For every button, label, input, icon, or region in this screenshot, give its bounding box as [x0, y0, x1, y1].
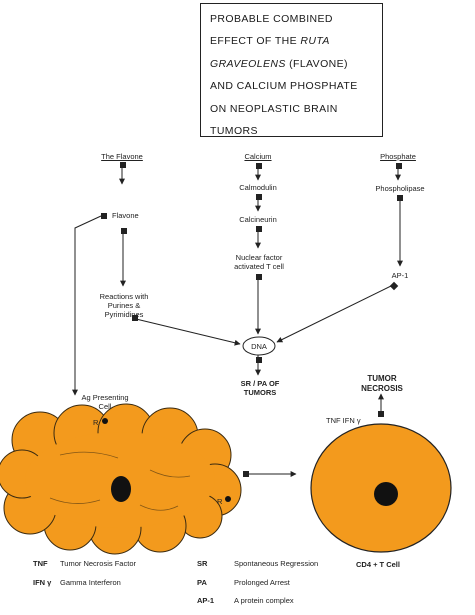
node-flavone: Flavone: [112, 211, 139, 220]
title-line-6: TUMORS: [210, 125, 258, 138]
title-line-3-text: (FLAVONE): [289, 57, 348, 70]
legend-value: Spontaneous Regression: [234, 559, 319, 568]
legend-value: Tumor Necrosis Factor: [60, 559, 136, 568]
node-reactions-line1: Reactions with: [99, 292, 149, 301]
title-line-2-italic: RUTA: [300, 35, 330, 48]
node-srpa: SR / PA OF TUMORS: [241, 379, 280, 397]
terminal-ap1: [389, 281, 399, 291]
node-nfat: Nuclear factor activated T cell: [234, 253, 284, 271]
node-tumor-necrosis: TUMOR NECROSIS: [361, 374, 403, 394]
node-tumor-line2: NECROSIS: [361, 384, 403, 393]
arrow-reactions-to-dna: [135, 318, 241, 346]
title-line-2: EFFECT OF THE RUTA: [210, 30, 374, 52]
node-dna: DNA: [251, 342, 267, 351]
receptor-dot-bottom: [225, 496, 231, 502]
title-line-2-text: EFFECT OF THE: [210, 35, 298, 48]
dna-node-outline: [242, 336, 276, 356]
cd4-nucleus: [374, 482, 398, 506]
header-calcium: Calcium: [244, 152, 272, 161]
node-ag-presenting-cell: Ag Presenting Cell: [81, 393, 128, 411]
terminal-phospholipase: [397, 195, 403, 201]
terminal-calcium: [256, 163, 262, 169]
title-line-3: GRAVEOLENS (FLAVONE): [210, 53, 374, 75]
node-reactions-line2: Purines &: [107, 301, 141, 310]
terminal-calcineurin: [256, 226, 262, 232]
receptor-dot-top: [102, 418, 108, 424]
legend-key: AP-1: [197, 596, 215, 605]
node-srpa-line1: SR / PA OF: [240, 379, 280, 388]
node-nfat-line1: Nuclear factor: [235, 253, 283, 262]
terminal-reactions: [132, 315, 138, 321]
legend-value: Prolonged Arrest: [234, 578, 290, 587]
header-the-flavone: The Flavone: [101, 152, 143, 161]
node-phospholipase: Phospholipase: [375, 184, 425, 193]
node-reactions-line3: Pyrimidines: [104, 310, 144, 319]
terminal-flavone-bottom: [121, 228, 127, 234]
terminal-tnf: [378, 411, 384, 417]
label-r-top: R: [93, 418, 99, 427]
title-line-5: ON NEOPLASTIC BRAIN: [210, 102, 338, 115]
title-line-4: AND CALCIUM PHOSPHATE: [210, 80, 358, 93]
legend-key: SR: [197, 559, 208, 568]
node-ag-line1: Ag Presenting: [81, 393, 129, 402]
terminal-dna: [256, 357, 262, 363]
header-phosphate: Phosphate: [380, 152, 416, 161]
label-r-bottom: R: [217, 497, 223, 506]
legend-key: IFN γ: [33, 578, 52, 587]
arrow-flavone-to-ag-cell: [72, 215, 102, 396]
node-ap1: AP-1: [391, 271, 409, 280]
arrow-ap1-to-dna: [276, 284, 394, 343]
legend-value: A protein complex: [234, 596, 294, 605]
terminal-flavone-header: [120, 162, 126, 168]
terminal-phosphate: [396, 163, 402, 169]
ag-cell-nucleus: [111, 476, 131, 502]
terminal-nfat: [256, 274, 262, 280]
terminal-calmodulin: [256, 194, 262, 200]
title-box: PROBABLE COMBINED EFFECT OF THE RUTA GRA…: [200, 3, 383, 137]
node-tumor-line1: TUMOR: [367, 374, 397, 383]
node-calmodulin: Calmodulin: [239, 183, 277, 192]
node-nfat-line2: activated T cell: [234, 262, 284, 271]
legend-key: TNF: [33, 559, 48, 568]
legend-key: PA: [197, 578, 207, 587]
node-ag-line2: Cell: [98, 402, 112, 411]
label-cd4-t-cell: CD4 + T Cell: [356, 560, 400, 569]
node-calcineurin: Calcineurin: [239, 215, 277, 224]
label-tnf-ifn: TNF IFN γ: [326, 416, 361, 425]
terminal-flavone-left: [101, 213, 107, 219]
ag-presenting-cell: [0, 403, 242, 555]
node-srpa-line2: TUMORS: [243, 388, 277, 397]
terminal-ag-cell: [243, 471, 249, 477]
title-line-1: PROBABLE COMBINED: [210, 13, 333, 25]
legend-value: Gamma Interferon: [60, 578, 121, 587]
node-reactions: Reactions with Purines & Pyrimidines: [100, 292, 149, 319]
title-line-3-italic: GRAVEOLENS: [210, 57, 286, 70]
